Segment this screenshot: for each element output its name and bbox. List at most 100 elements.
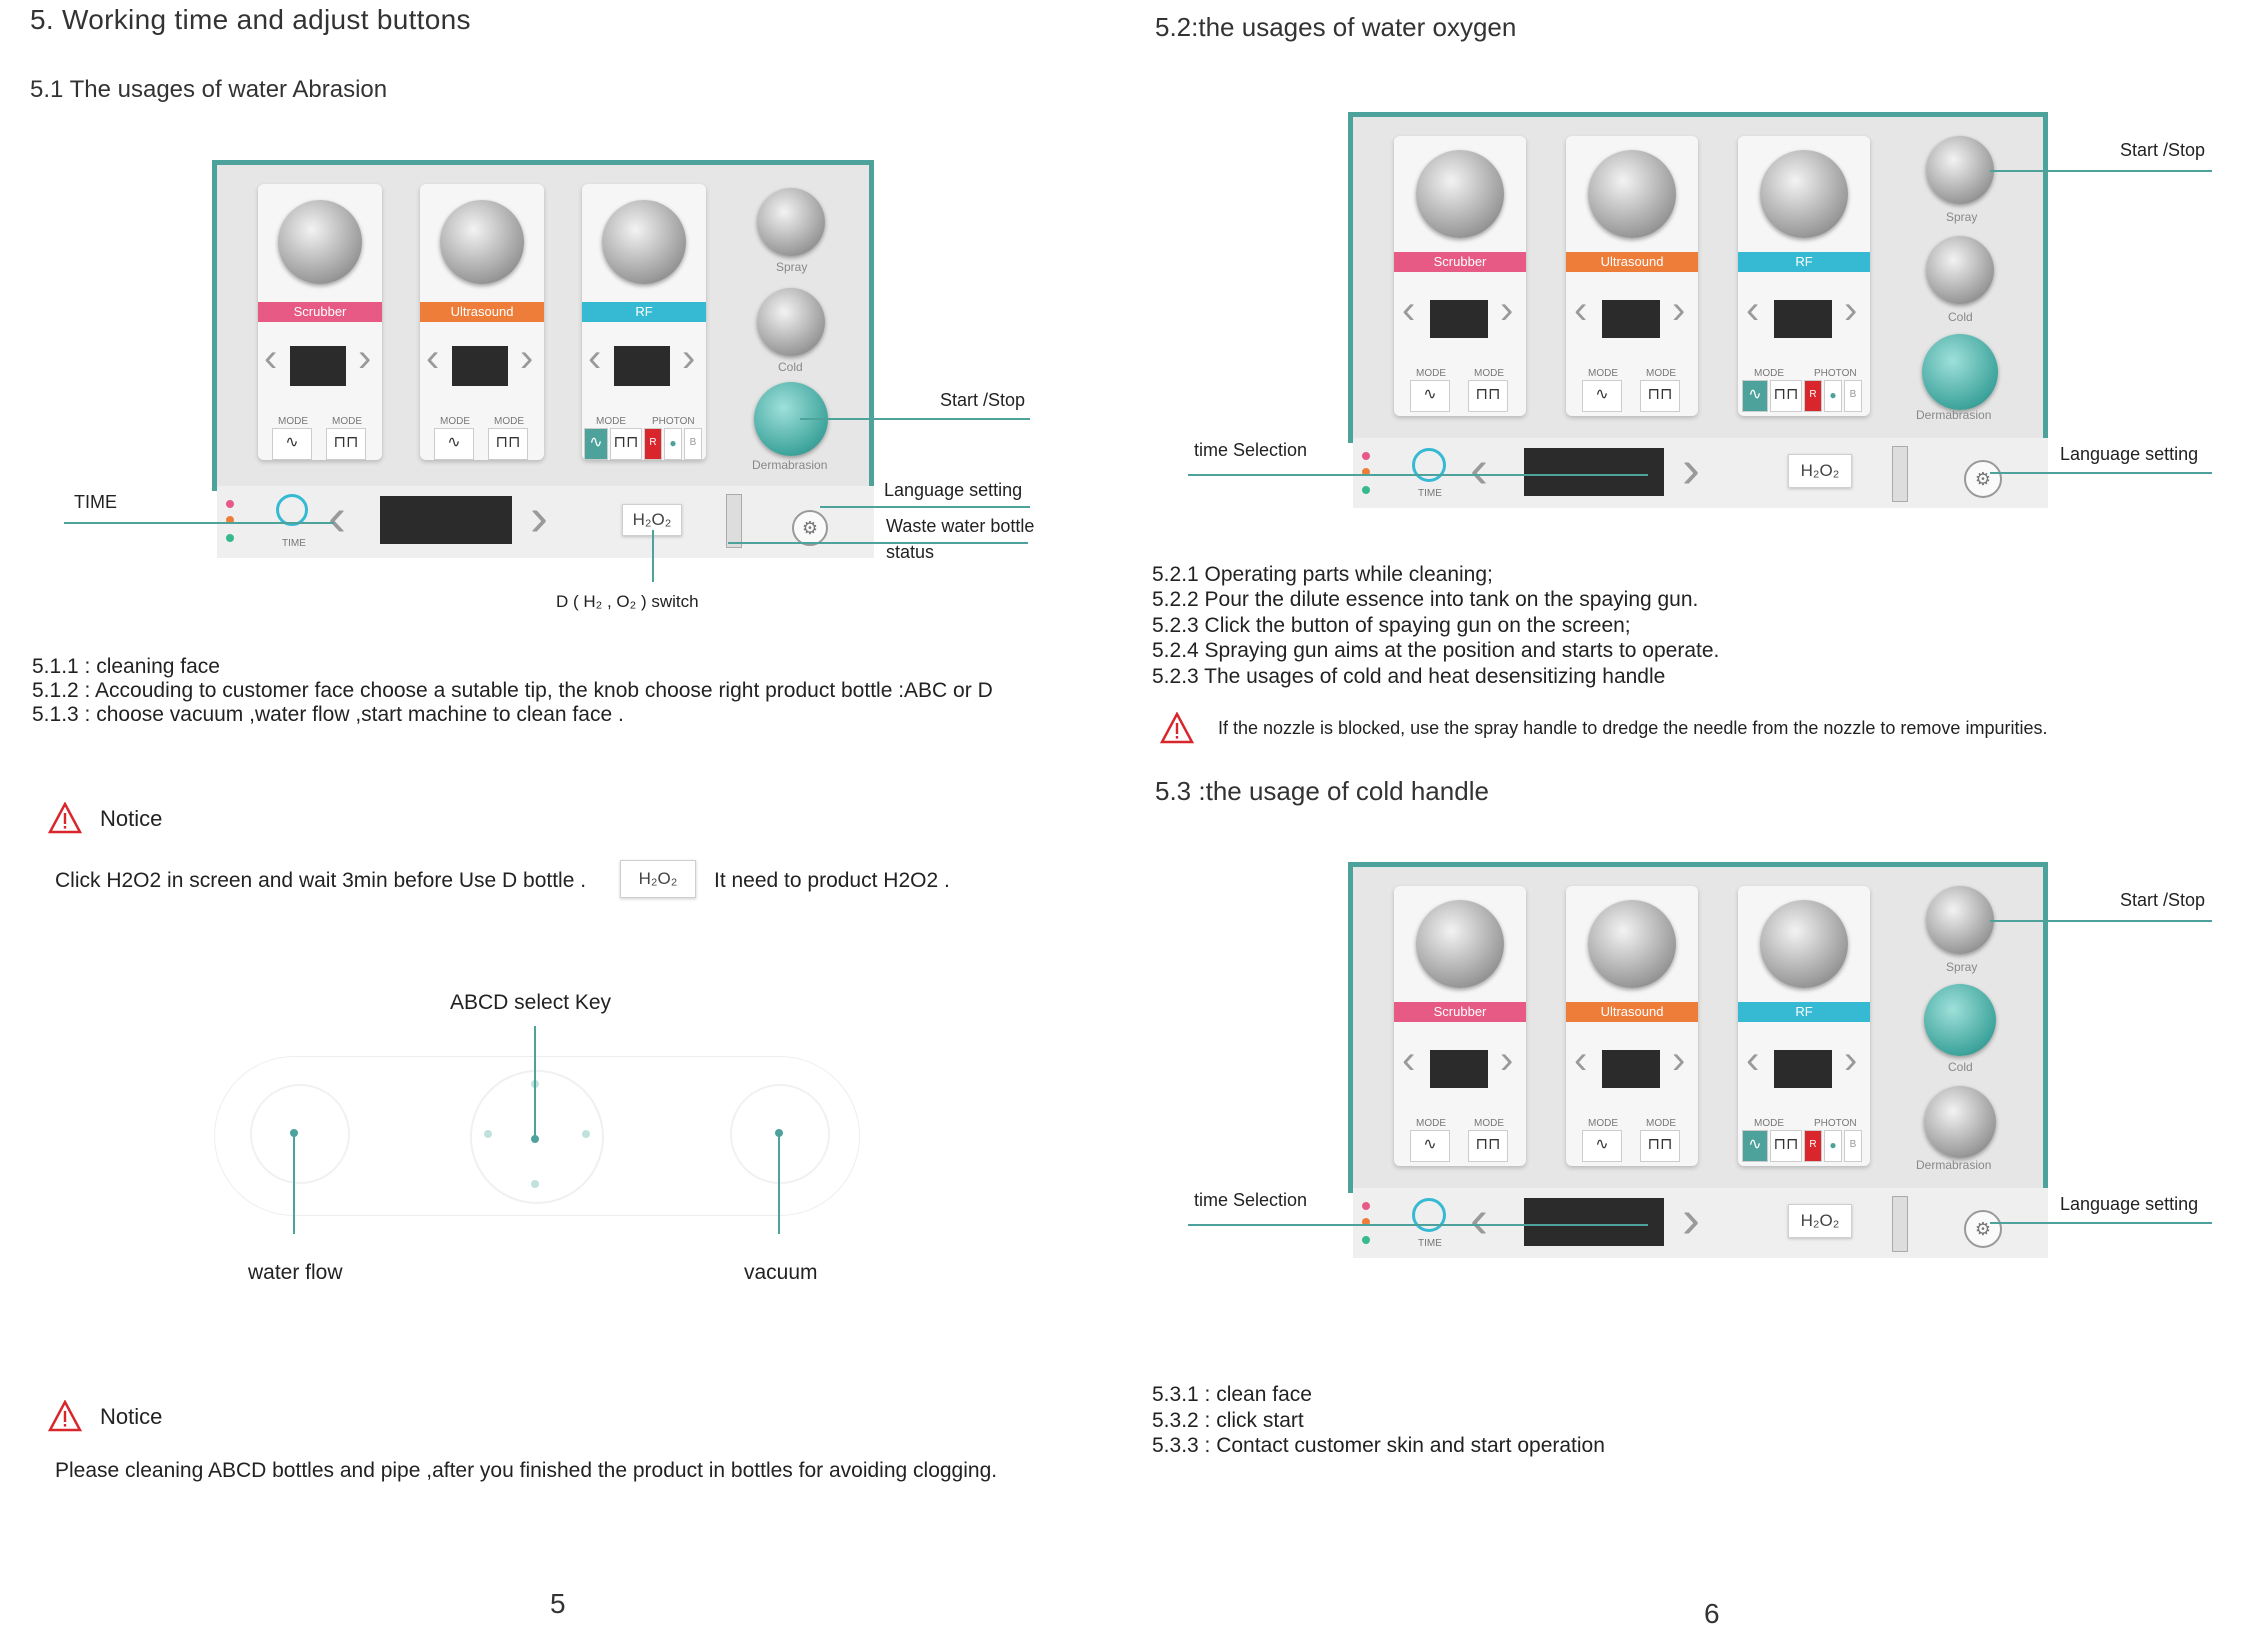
chevron-left-icon[interactable]: ‹ (1746, 1038, 1760, 1082)
chevron-right-icon[interactable]: › (1500, 1038, 1514, 1082)
control-panel-water-abrasion: Scrubber ‹ › MODE MODE ∿ ⊓⊓ Ultrasound ‹… (212, 160, 874, 558)
time-increase-icon[interactable]: › (1682, 1189, 1700, 1249)
callout-line-waste (728, 542, 1028, 544)
chevron-right-icon[interactable]: › (1844, 1038, 1858, 1082)
dermabrasion-handle-icon[interactable] (1924, 1086, 1996, 1158)
callout-language: Language setting (884, 480, 1023, 500)
cold-label: Cold (1948, 1060, 1973, 1074)
timer-icon[interactable] (1412, 448, 1446, 482)
control-panel-cold-handle: Scrubber ‹ › MODE MODE ∿ ⊓⊓ Ultrasound ‹… (1348, 862, 2048, 1258)
photon-green-button[interactable]: ● (1824, 1130, 1842, 1162)
vacuum-knob-icon[interactable] (730, 1084, 830, 1184)
mode-wave-button[interactable]: ∿ (1582, 380, 1622, 412)
mode-pulse-button[interactable]: ⊓⊓ (1640, 1130, 1680, 1162)
notice-text-before: Click H2O2 in screen and wait 3min befor… (55, 869, 587, 892)
handle-card-rf[interactable]: RF ‹ › MODE PHOTON ∿ ⊓⊓ R ● B (582, 184, 706, 460)
mode-pulse-button[interactable]: ⊓⊓ (1770, 380, 1802, 412)
chevron-left-icon[interactable]: ‹ (588, 336, 602, 380)
mode-pulse-button[interactable]: ⊓⊓ (1468, 380, 1508, 412)
control-panel-water-oxygen: Scrubber ‹ › MODE MODE ∿ ⊓⊓ Ultrasound ‹… (1348, 112, 2048, 508)
handle-card-scrubber[interactable]: Scrubber ‹ › MODE MODE ∿ ⊓⊓ (1394, 136, 1526, 416)
callout-language-2: Language setting (2060, 444, 2199, 464)
mode-wave-button[interactable]: ∿ (1582, 1130, 1622, 1162)
warning-triangle-icon (1160, 712, 1194, 744)
step-5-2-4: 5.2.4 Spraying gun aims at the position … (1152, 639, 1720, 662)
chevron-right-icon[interactable]: › (520, 336, 534, 380)
vacuum-label: vacuum (744, 1261, 818, 1284)
chevron-left-icon[interactable]: ‹ (1402, 288, 1416, 332)
chevron-left-icon[interactable]: ‹ (1402, 1038, 1416, 1082)
gear-icon[interactable]: ⚙ (1964, 460, 2002, 498)
mode-wave-button[interactable]: ∿ (1742, 1130, 1768, 1162)
chevron-right-icon[interactable]: › (682, 336, 696, 380)
cold-handle-icon[interactable] (1924, 984, 1996, 1056)
step-5-1-2: 5.1.2 : Accouding to customer face choos… (32, 679, 993, 702)
timer-icon[interactable] (276, 494, 308, 526)
h2o2-switch-button[interactable]: H₂O₂ (1788, 1204, 1852, 1238)
photon-blue-button[interactable]: B (1844, 1130, 1862, 1162)
chevron-left-icon[interactable]: ‹ (264, 336, 278, 380)
waste-bottle-icon (1892, 446, 1908, 502)
mode-pulse-button[interactable]: ⊓⊓ (610, 428, 642, 460)
water-flow-knob-icon[interactable] (250, 1084, 350, 1184)
photon-green-button[interactable]: ● (664, 428, 682, 460)
chevron-right-icon[interactable]: › (1672, 288, 1686, 332)
mode-wave-button[interactable]: ∿ (1410, 380, 1450, 412)
handle-card-rf[interactable]: RF ‹ › MODE PHOTON ∿ ⊓⊓ R ● B (1738, 136, 1870, 416)
time-decrease-icon[interactable]: ‹ (1470, 439, 1488, 499)
spray-handle-icon[interactable] (757, 188, 825, 256)
step-5-3-2: 5.3.2 : click start (1152, 1409, 1304, 1432)
handle-card-scrubber[interactable]: Scrubber ‹ › MODE MODE ∿ ⊓⊓ (1394, 886, 1526, 1166)
spray-handle-icon[interactable] (1926, 886, 1994, 954)
handle-card-ultrasound[interactable]: Ultrasound ‹ › MODE MODE ∿ ⊓⊓ (1566, 136, 1698, 416)
cold-handle-icon[interactable] (1926, 236, 1994, 304)
chevron-right-icon[interactable]: › (1672, 1038, 1686, 1082)
mode-wave-button[interactable]: ∿ (434, 428, 474, 460)
chevron-left-icon[interactable]: ‹ (1574, 288, 1588, 332)
warning-triangle-icon (48, 1400, 82, 1432)
callout-line-start (800, 418, 1030, 420)
chevron-left-icon[interactable]: ‹ (426, 336, 440, 380)
gear-icon[interactable]: ⚙ (1964, 1210, 2002, 1248)
mode-wave-button[interactable]: ∿ (1742, 380, 1768, 412)
ultrasound-display (1602, 300, 1660, 338)
indicator-green-icon (226, 534, 234, 542)
handle-card-scrubber[interactable]: Scrubber ‹ › MODE MODE ∿ ⊓⊓ (258, 184, 382, 460)
chevron-left-icon[interactable]: ‹ (1574, 1038, 1588, 1082)
abcd-select-knob-icon[interactable] (470, 1070, 604, 1204)
mode-pulse-button[interactable]: ⊓⊓ (1468, 1130, 1508, 1162)
timer-icon[interactable] (1412, 1198, 1446, 1232)
photon-blue-button[interactable]: B (1844, 380, 1862, 412)
handle-card-rf[interactable]: RF ‹ › MODE PHOTON ∿ ⊓⊓ R ● B (1738, 886, 1870, 1166)
mode-pulse-button[interactable]: ⊓⊓ (1640, 380, 1680, 412)
h2o2-switch-button[interactable]: H₂O₂ (1788, 454, 1852, 488)
mode-pulse-button[interactable]: ⊓⊓ (1770, 1130, 1802, 1162)
cold-handle-icon[interactable] (757, 288, 825, 356)
dermabrasion-handle-icon[interactable] (1922, 334, 1998, 410)
photon-red-button[interactable]: R (644, 428, 662, 460)
h2o2-button[interactable]: H₂O₂ (620, 860, 696, 898)
chevron-right-icon[interactable]: › (1844, 288, 1858, 332)
chevron-right-icon[interactable]: › (1500, 288, 1514, 332)
mode-wave-button[interactable]: ∿ (584, 428, 608, 460)
photon-red-button[interactable]: R (1804, 1130, 1822, 1162)
photon-green-button[interactable]: ● (1824, 380, 1842, 412)
time-increase-icon[interactable]: › (530, 487, 548, 547)
time-decrease-icon[interactable]: ‹ (1470, 1189, 1488, 1249)
handle-card-ultrasound[interactable]: Ultrasound ‹ › MODE MODE ∿ ⊓⊓ (1566, 886, 1698, 1166)
mode-label: MODE (1416, 1118, 1446, 1129)
handle-card-ultrasound[interactable]: Ultrasound ‹ › MODE MODE ∿ ⊓⊓ (420, 184, 544, 460)
step-5-1-1: 5.1.1 : cleaning face (32, 655, 220, 678)
time-increase-icon[interactable]: › (1682, 439, 1700, 499)
mode-wave-button[interactable]: ∿ (1410, 1130, 1450, 1162)
gear-icon[interactable]: ⚙ (792, 510, 828, 546)
chevron-left-icon[interactable]: ‹ (1746, 288, 1760, 332)
mode-pulse-button[interactable]: ⊓⊓ (488, 428, 528, 460)
spray-handle-icon[interactable] (1926, 136, 1994, 204)
photon-blue-button[interactable]: B (684, 428, 702, 460)
mode-pulse-button[interactable]: ⊓⊓ (326, 428, 366, 460)
mode-wave-button[interactable]: ∿ (272, 428, 312, 460)
photon-red-button[interactable]: R (1804, 380, 1822, 412)
time-decrease-icon[interactable]: ‹ (328, 487, 346, 547)
chevron-right-icon[interactable]: › (358, 336, 372, 380)
